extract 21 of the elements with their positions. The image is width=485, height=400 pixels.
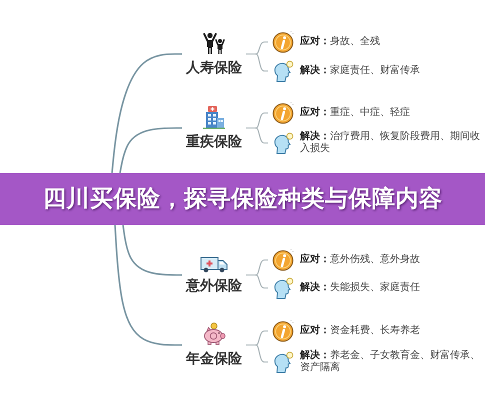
bracket-line [246, 53, 268, 72]
coverage-text: 解决：养老金、子女教育金、财富传承、资产隔离 [300, 350, 480, 374]
coverage-text: 应对：重症、中症、轻症 [300, 107, 410, 119]
branch-curve [119, 127, 182, 174]
coverage-text: 解决：失能损失、家庭责任 [300, 282, 420, 294]
coverage-text: 应对：身故、全残 [300, 36, 380, 48]
bracket-line [246, 344, 268, 363]
category-label: 意外保险 [186, 278, 242, 295]
coverage-text: 解决：家庭责任、财富传承 [300, 65, 420, 77]
category-label: 年金保险 [186, 351, 242, 368]
branch-curve [114, 224, 182, 346]
title: 四川买保险，探寻保险种类与保障内容 [42, 185, 442, 213]
coverage-text: 应对：意外伤残、意外身故 [300, 254, 420, 266]
branch-curve [111, 53, 182, 174]
coverage-text: 解决：治疗费用、恢复阶段费用、期间收入损失 [300, 131, 480, 155]
bracket-line [246, 127, 268, 144]
category-label: 重疾保险 [186, 134, 242, 151]
branch-curve [122, 224, 182, 276]
coverage-text: 应对：资金耗费、长寿养老 [300, 325, 420, 337]
category-label: 人寿保险 [186, 60, 242, 77]
bracket-line [246, 274, 268, 289]
